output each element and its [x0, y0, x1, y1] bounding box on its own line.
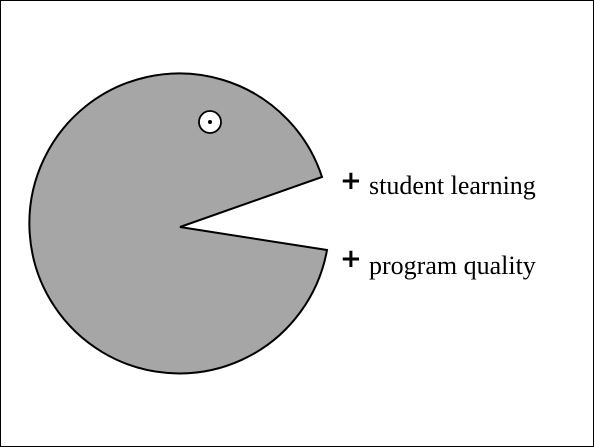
eye-pupil-icon — [208, 120, 212, 124]
program-quality-label: program quality — [369, 251, 536, 280]
student-learning-label: student learning — [369, 171, 536, 200]
program-quality-plus-sign: + — [340, 244, 362, 274]
pacman-shape — [28, 72, 329, 375]
student-learning-plus-sign: + — [340, 166, 362, 196]
